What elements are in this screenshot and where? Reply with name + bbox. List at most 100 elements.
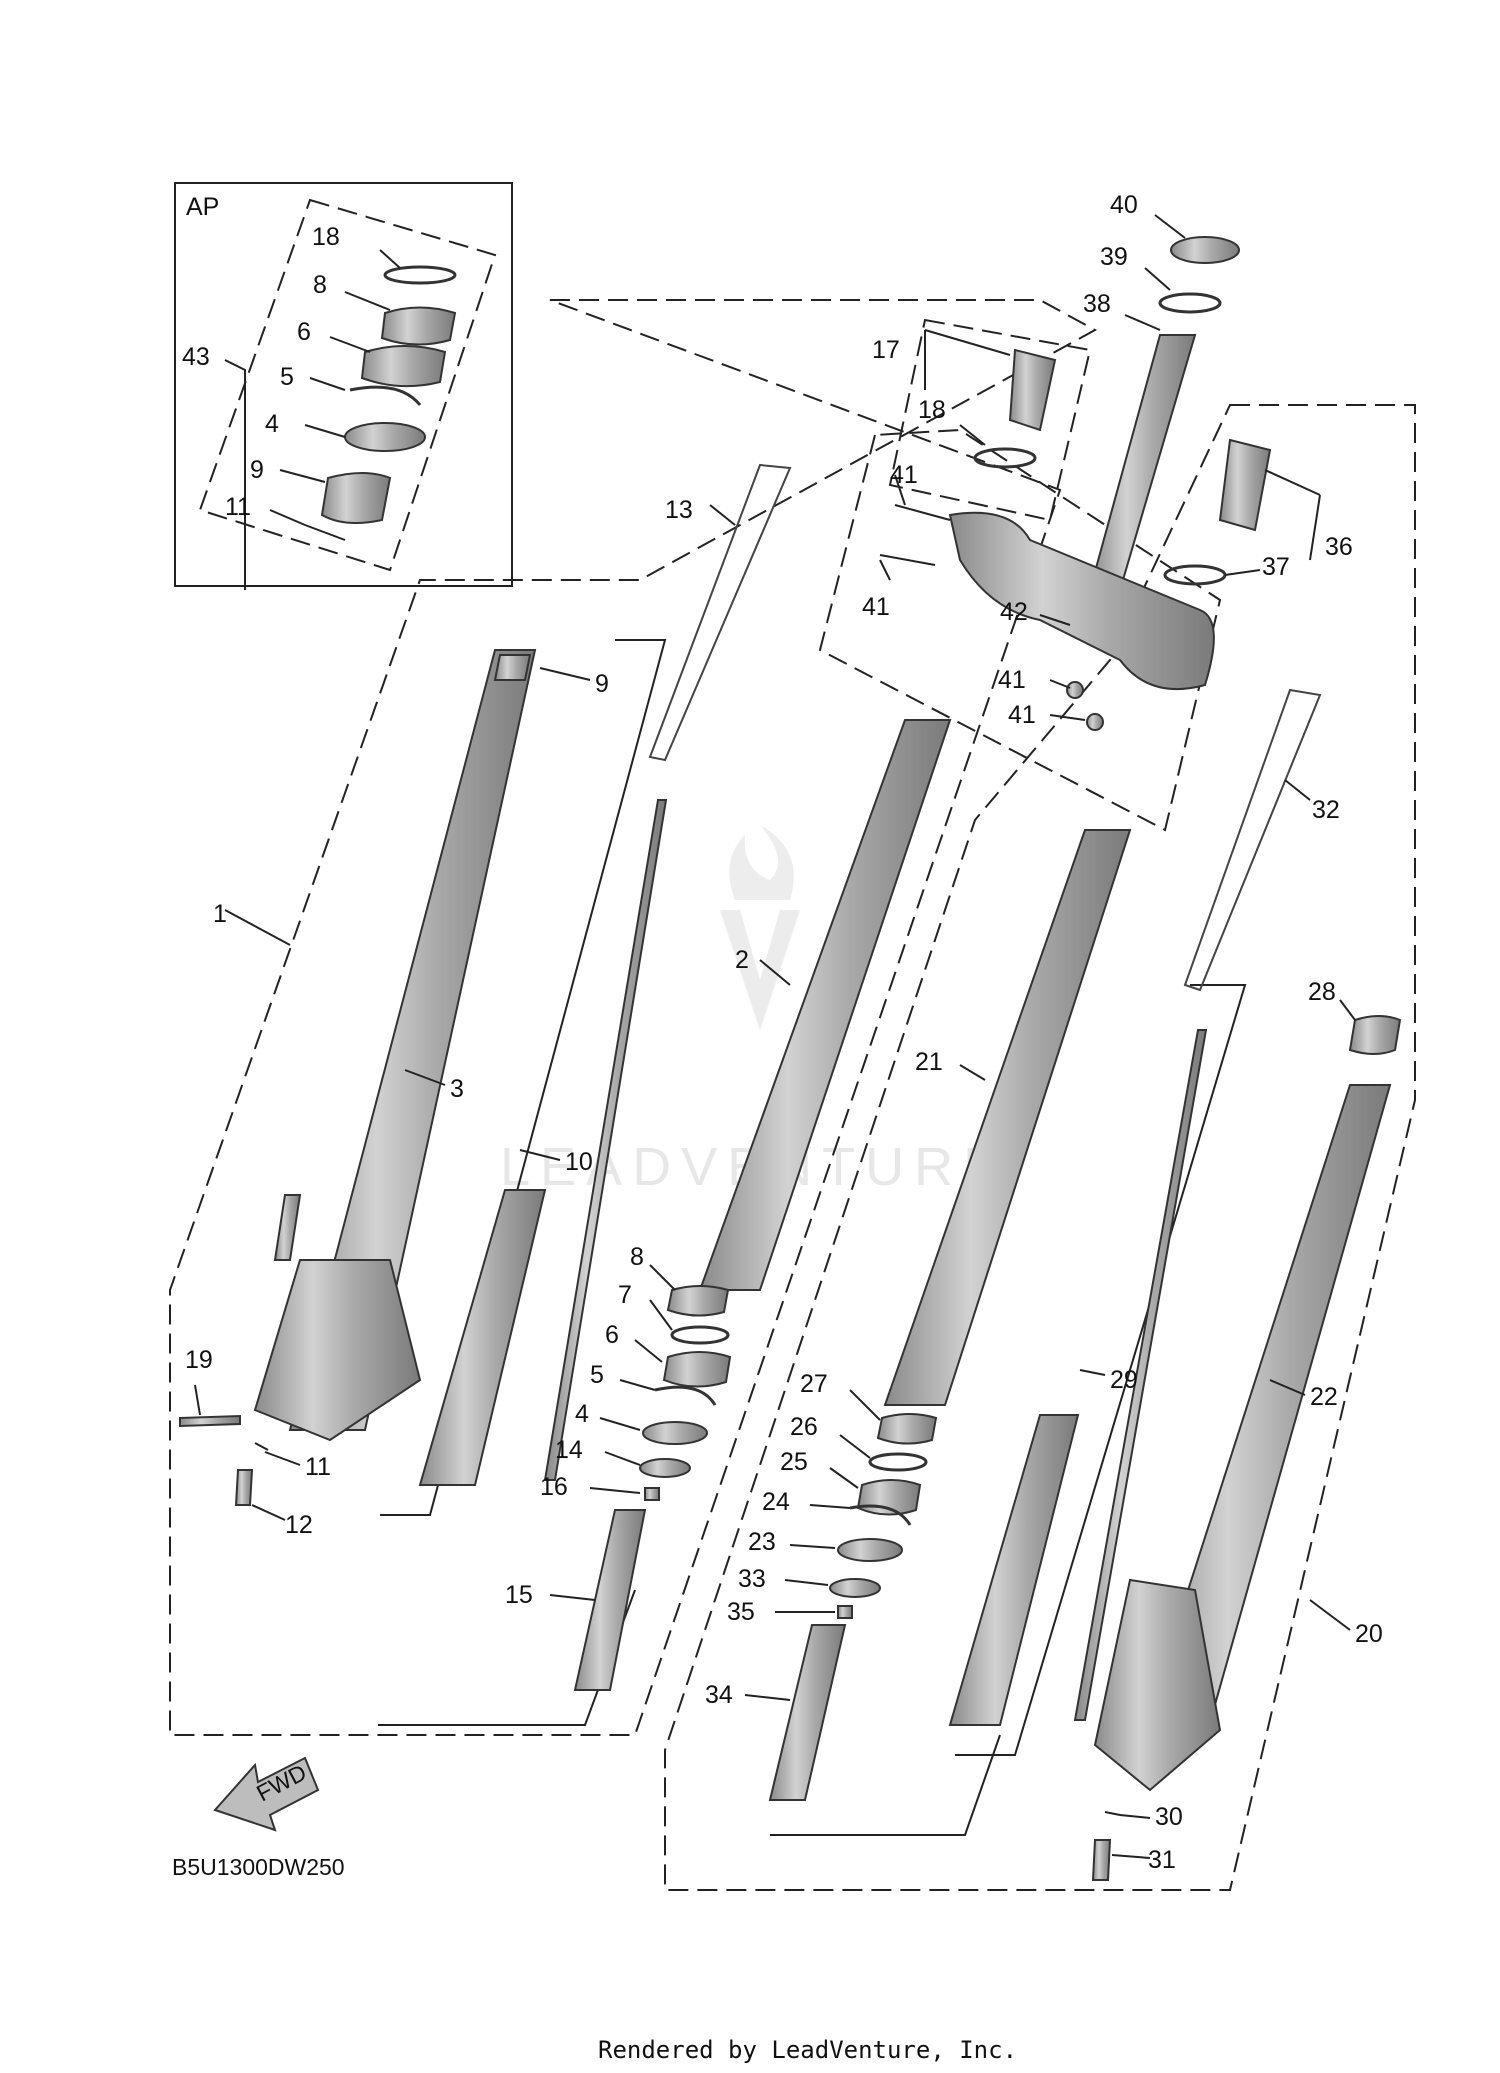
bushing-6 — [662, 1351, 732, 1388]
inner-bracket-left — [380, 639, 667, 1516]
damper-body-left — [418, 1189, 547, 1486]
dust-seal-33 — [829, 1578, 881, 1598]
leader-lines — [194, 214, 1356, 1859]
callout-39: 39 — [1100, 243, 1128, 271]
diagram-code: B5U1300DW250 — [172, 1854, 345, 1880]
washer-39 — [1158, 292, 1222, 314]
inner-bracket-right — [955, 984, 1247, 1756]
callout-43-ap: 43 — [182, 343, 210, 371]
callout-27: 27 — [800, 1370, 828, 1398]
bolt-19 — [179, 1414, 241, 1428]
ap-oil-seal-4 — [344, 422, 426, 452]
callout-37: 37 — [1262, 553, 1290, 581]
cap-bolt-outline — [888, 318, 1092, 522]
callout-5-ap: 5 — [280, 363, 294, 391]
o-ring-18 — [973, 447, 1037, 469]
bushing-8 — [666, 1285, 730, 1317]
callout-31: 31 — [1148, 1846, 1176, 1874]
callout-22: 22 — [1310, 1383, 1338, 1411]
ap-bushing-9 — [320, 472, 392, 525]
callout-9: 9 — [595, 670, 609, 698]
footer-credit: Rendered by LeadVenture, Inc. — [598, 2036, 1017, 2064]
callout-12: 12 — [285, 1511, 313, 1539]
callout-41-d: 41 — [1008, 701, 1036, 729]
bushing-9-top — [493, 654, 532, 681]
callout-20: 20 — [1355, 1620, 1383, 1648]
washer-26 — [868, 1452, 928, 1472]
callout-21: 21 — [915, 1048, 943, 1076]
bushing-27 — [876, 1413, 938, 1445]
callout-3: 3 — [450, 1075, 464, 1103]
damper-outline-right — [770, 1734, 1001, 1836]
bracket-outline — [818, 428, 1222, 832]
caliper-mount-left — [273, 1194, 302, 1261]
bolt-12 — [234, 1469, 254, 1506]
bolt-41d — [1086, 713, 1104, 731]
callout-18: 18 — [918, 396, 946, 424]
damper-body-right — [948, 1414, 1080, 1726]
dust-seal-14 — [639, 1458, 691, 1478]
left-fork-assembly-outline — [169, 299, 1098, 1736]
damper-rod-29 — [1073, 1029, 1208, 1721]
ap-bushing-8 — [380, 306, 457, 346]
washer-7 — [670, 1325, 730, 1345]
callout-9-ap: 9 — [250, 456, 264, 484]
pinch-bolts-41 — [879, 504, 951, 566]
spring-13 — [648, 463, 792, 762]
damper-rod-10 — [543, 799, 668, 1481]
callout-6: 6 — [605, 1321, 619, 1349]
callout-17: 17 — [872, 336, 900, 364]
ap-inset-box — [174, 182, 513, 587]
callout-34: 34 — [705, 1681, 733, 1709]
inner-tube-2 — [698, 719, 952, 1291]
callouts: 40 39 38 17 18 41 41 42 41 41 36 37 13 9… — [182, 191, 1383, 1874]
callout-19: 19 — [185, 1346, 213, 1374]
damper-cartridge-34 — [768, 1624, 847, 1801]
clip-24 — [849, 1504, 912, 1526]
washer-11 — [254, 1442, 269, 1451]
under-bracket-42 — [948, 511, 1215, 691]
steering-stem-38 — [1088, 334, 1197, 591]
callout-15: 15 — [505, 1581, 533, 1609]
callout-28: 28 — [1308, 978, 1336, 1006]
ap-clip-5 — [349, 385, 422, 406]
callout-33: 33 — [738, 1565, 766, 1593]
axle-bracket-left — [253, 1259, 422, 1442]
callout-24: 24 — [762, 1488, 790, 1516]
spring-32 — [1183, 688, 1322, 992]
callout-14: 14 — [555, 1436, 583, 1464]
callout-4-ap: 4 — [265, 410, 279, 438]
callout-11-ap: 11 — [225, 493, 251, 521]
ring-nut-40 — [1170, 236, 1240, 264]
o-ring-37 — [1163, 564, 1227, 586]
bolt-31 — [1091, 1839, 1112, 1881]
ap-kit-outline — [198, 198, 497, 572]
callout-16: 16 — [540, 1473, 568, 1501]
callout-11: 11 — [305, 1453, 331, 1481]
clip-5 — [654, 1385, 717, 1406]
callout-29: 29 — [1110, 1366, 1138, 1394]
callout-36: 36 — [1325, 533, 1353, 561]
callout-4: 4 — [575, 1400, 589, 1428]
fwd-direction-arrow: FWD — [213, 1756, 320, 1832]
nut-35 — [837, 1605, 853, 1619]
callout-10: 10 — [565, 1148, 593, 1176]
ap-inset-label: AP — [186, 193, 219, 221]
callout-6-ap: 6 — [297, 318, 311, 346]
callout-23: 23 — [748, 1528, 776, 1556]
bolt-41c — [1066, 681, 1084, 699]
callout-5: 5 — [590, 1361, 604, 1389]
callout-38: 38 — [1083, 290, 1111, 318]
oil-seal-4 — [642, 1421, 708, 1445]
callout-2: 2 — [735, 946, 749, 974]
damper-cartridge-15 — [573, 1509, 647, 1691]
cap-bolt-36 — [1218, 438, 1272, 532]
callout-1: 1 — [213, 900, 227, 928]
ap-bushing-6 — [360, 345, 447, 388]
callout-41-b: 41 — [862, 593, 890, 621]
callout-13: 13 — [665, 496, 693, 524]
callout-40: 40 — [1110, 191, 1138, 219]
callout-30: 30 — [1155, 1803, 1183, 1831]
